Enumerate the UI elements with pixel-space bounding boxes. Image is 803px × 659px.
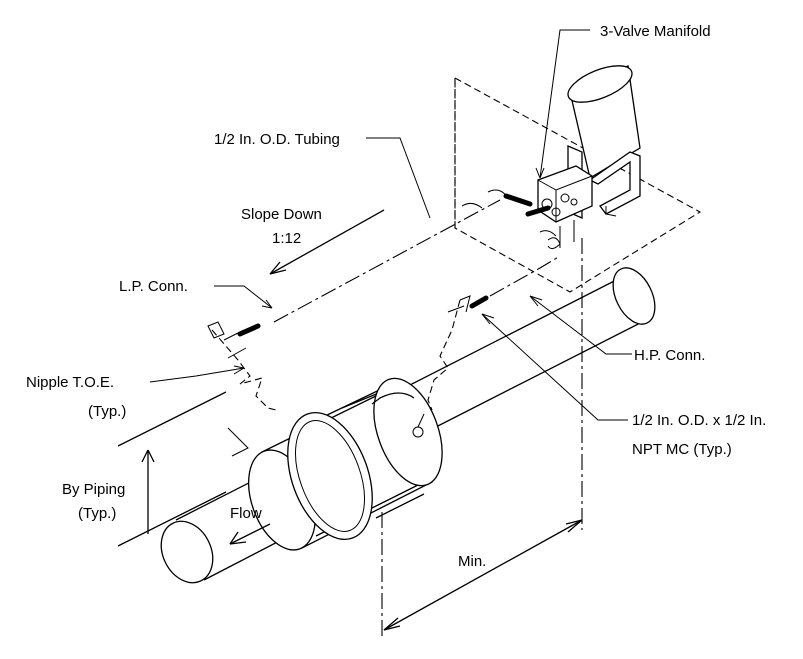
mounting-plate [454, 77, 702, 293]
label-piping-line2: (Typ.) [78, 505, 116, 522]
label-min: Min. [458, 553, 486, 570]
label-nipple-line2: (Typ.) [88, 403, 126, 420]
impulse-lines [207, 199, 561, 411]
pipe [160, 267, 656, 584]
label-manifold: 3-Valve Manifold [600, 23, 711, 40]
label-hp-conn: H.P. Conn. [634, 347, 705, 364]
label-tubing: 1/2 In. O.D. Tubing [214, 131, 340, 148]
leader-lines [149, 29, 632, 545]
label-lp-conn: L.P. Conn. [119, 278, 188, 295]
transmitter [461, 65, 641, 250]
label-fitting-line2: NPT MC (Typ.) [632, 441, 732, 458]
label-slope-line1: Slope Down [241, 206, 322, 223]
label-nipple-line1: Nipple T.O.E. [26, 374, 114, 391]
label-slope-line2: 1:12 [272, 230, 301, 247]
label-fitting-line1: 1/2 In. O.D. x 1/2 In. [632, 412, 766, 429]
dimension-lines [117, 238, 583, 640]
label-piping-line1: By Piping [62, 481, 125, 498]
orifice-flange [227, 377, 443, 551]
label-flow: Flow [230, 505, 262, 522]
annotations: 3-Valve Manifold 1/2 In. O.D. Tubing Slo… [26, 23, 766, 570]
